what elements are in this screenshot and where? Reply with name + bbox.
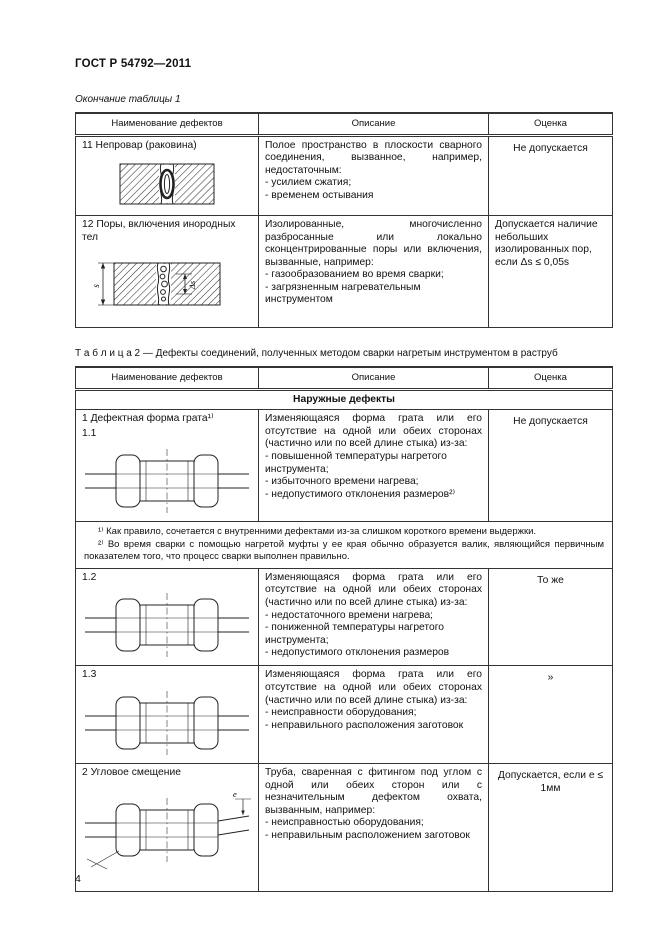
- defect-2-description: Труба, сваренная с фитингом под углом с …: [265, 767, 482, 816]
- defect-1-3-number: 1.3: [82, 669, 97, 681]
- defect-1-2-description-cell: Изменяющаяся форма грата или его отсутст…: [258, 567, 489, 667]
- defect-2-name: 2 Угловое смещение: [82, 767, 181, 778]
- table2-header-row: Наименование дефектов Описание Оценка: [75, 366, 613, 391]
- socket-joint-diagram-1-2: [85, 593, 249, 658]
- defect-12-cause-1: - газообразованием во время сварки;: [265, 269, 444, 281]
- defect-1-3-name-cell: 1.3: [75, 665, 259, 764]
- page-number: 4: [75, 873, 81, 885]
- defect-2-description-cell: Труба, сваренная с фитингом под углом с …: [258, 763, 489, 892]
- defect-1-1-cause-3: - недопустимого отклонения размеров²⁾: [265, 488, 456, 500]
- defect-1-2-cause-2: - пониженной температуры нагретого инстр…: [265, 622, 445, 646]
- s-dimension-label: s: [92, 284, 101, 288]
- document-header: ГОСТ Р 54792—2011: [75, 58, 192, 70]
- table1-header-row: Наименование дефектов Описание Оценка: [75, 112, 613, 137]
- socket-joint-diagram-1-1: [85, 449, 249, 514]
- defect-11-evaluation: Не допускается: [488, 134, 613, 217]
- defect-1-1-cause-1: - повышенной температуры нагретого инстр…: [265, 450, 447, 475]
- defect-1-1-number: 1.1: [82, 427, 97, 439]
- defect-11-name: 11 Непровар (раковина): [82, 139, 197, 151]
- defect-1-3-description-cell: Изменяющаяся форма грата или его отсутст…: [258, 665, 489, 764]
- footnote-1: ¹⁾ Как правило, сочетается с внутренними…: [98, 526, 537, 538]
- defect-row-2: 2 Угловое смещение: [75, 763, 613, 892]
- defect-12-name-cell: 12 Поры, включения инородных тел: [75, 215, 259, 329]
- defect-2-cause-2: - неправильным расположением заготовок: [265, 829, 470, 841]
- table1-name-column-header: Наименование дефектов: [75, 112, 259, 137]
- outer-defects-section-row: Наружные дефекты: [75, 388, 613, 411]
- defect-1-2-name-cell: 1.2: [75, 567, 259, 667]
- pores-inclusions-diagram: s Δs: [92, 262, 221, 306]
- table1-evaluation-column-header: Оценка: [488, 112, 613, 137]
- defect-2-evaluation: Допускается, если e ≤ 1мм: [488, 763, 613, 892]
- defect-11-cause-2: - временем остывания: [265, 189, 374, 201]
- delta-s-dimension-label: Δs: [187, 280, 197, 290]
- footnote-2: ²⁾ Во время сварки с помощью нагретой му…: [84, 538, 604, 562]
- defect-1-2-number: 1.2: [82, 571, 97, 583]
- defect-row-1-2: 1.2: [75, 567, 613, 667]
- defect-1-2-cause-1: - недостаточного времени нагрева;: [265, 609, 434, 621]
- defect-1-name-cell: 1 Дефектная форма грата¹⁾ 1.1: [75, 409, 259, 523]
- footnotes-cell: ¹⁾ Как правило, сочетается с внутренними…: [75, 521, 613, 569]
- defect-1-1-cause-2: - избыточного времени нагрева;: [265, 476, 419, 488]
- defect-12-cause-2: - загрязненным нагревательным инструмент…: [265, 281, 421, 306]
- defect-row-1-1: 1 Дефектная форма грата¹⁾ 1.1: [75, 409, 613, 523]
- defect-12-name: 12 Поры, включения инородных тел: [82, 219, 236, 243]
- table1-caption: Окончание таблицы 1: [75, 94, 181, 105]
- defect-1-3-cause-1: - неисправности оборудования;: [265, 707, 417, 719]
- table2: Наименование дефектов Описание Оценка На…: [75, 366, 613, 892]
- table2-name-column-header: Наименование дефектов: [75, 366, 259, 391]
- defect-11-description-cell: Полое пространство в плоскости сварного …: [258, 134, 489, 217]
- defect-1-2-description: Изменяющаяся форма грата или его отсутст…: [265, 571, 482, 608]
- table2-caption: Т а б л и ц а 2 — Дефекты соединений, по…: [75, 348, 558, 360]
- defect-2-cause-1: - неисправностью оборудования;: [265, 817, 424, 829]
- defect-11-name-cell: 11 Непровар (раковина): [75, 134, 259, 217]
- defect-12-description: Изолированные, многочисленно разбросанны…: [265, 219, 482, 268]
- table2-evaluation-column-header: Оценка: [488, 366, 613, 391]
- defect-2-name-cell: 2 Угловое смещение: [75, 763, 259, 892]
- defect-11-description: Полое пространство в плоскости сварного …: [265, 139, 482, 176]
- defect-1-3-description: Изменяющаяся форма грата или его отсутст…: [265, 669, 482, 706]
- table2-description-column-header: Описание: [258, 366, 489, 391]
- outer-defects-section-header: Наружные дефекты: [75, 388, 613, 411]
- defect-row-1-3: 1.3: [75, 665, 613, 764]
- defect-1-3-cause-2: - неправильного расположения заготовок: [265, 719, 464, 731]
- angular-misalignment-diagram: e: [85, 789, 251, 869]
- socket-joint-diagram-1-3: [85, 691, 249, 755]
- table1-description-column-header: Описание: [258, 112, 489, 137]
- defect-1-1-description-cell: Изменяющаяся форма грата или его отсутст…: [258, 409, 489, 523]
- defect-1-1-evaluation: Не допускается: [488, 409, 613, 523]
- footnotes-row: ¹⁾ Как правило, сочетается с внутренними…: [75, 521, 613, 569]
- defect-1-3-evaluation: »: [488, 665, 613, 764]
- defect-1-1-description: Изменяющаяся форма грата или его отсутст…: [265, 413, 482, 450]
- defect-1-name: 1 Дефектная форма грата¹⁾: [82, 413, 214, 425]
- defect-11-cause-1: - усилием сжатия;: [265, 177, 352, 189]
- e-dimension-label: e: [233, 789, 237, 799]
- defect-1-2-cause-3: - недопустимого отклонения размеров: [265, 647, 450, 659]
- defect-12-description-cell: Изолированные, многочисленно разбросанны…: [258, 215, 489, 329]
- defect-row-11: 11 Непровар (раковина): [75, 134, 613, 217]
- defect-row-12: 12 Поры, включения инородных тел: [75, 215, 613, 329]
- defect-12-evaluation: Допускается наличие небольших изолирован…: [488, 215, 613, 329]
- table1: Наименование дефектов Описание Оценка 11…: [75, 112, 613, 329]
- incomplete-fusion-diagram: [119, 163, 215, 205]
- defect-1-2-evaluation: То же: [488, 567, 613, 667]
